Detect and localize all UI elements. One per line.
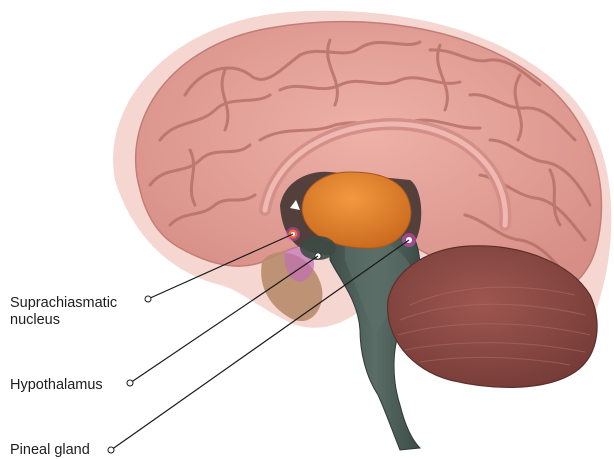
suprachiasmatic-label-line-1: Suprachiasmatic (10, 295, 117, 312)
suprachiasmatic-label-line-2: nucleus (10, 312, 117, 329)
suprachiasmatic-nucleus-label: Suprachiasmatic nucleus (10, 295, 117, 329)
suprachiasmatic-label-endpoint (145, 296, 151, 302)
hypothalamus-label-endpoint (127, 380, 133, 386)
pineal-gland-label-endpoint (108, 447, 114, 453)
pineal-gland-label: Pineal gland (10, 442, 90, 459)
hypothalamus-label: Hypothalamus (10, 377, 103, 394)
